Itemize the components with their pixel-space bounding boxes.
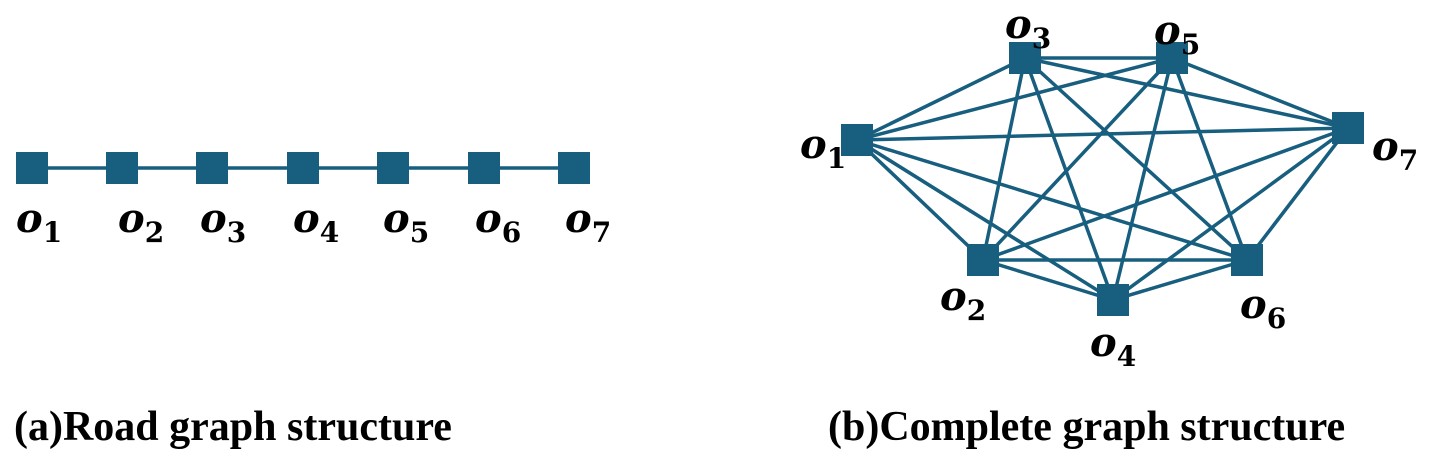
complete-graph-node-label-7: o7 [1372,123,1418,177]
complete-graph-node-3 [1009,42,1041,74]
road-graph-node-3 [196,152,228,184]
road-graph-nodes [16,152,590,184]
complete-graph-edge-6-7 [1245,126,1350,262]
road-graph-node-6 [468,152,500,184]
complete-graph-panel: o1 o2 o3 o4 o5 o6 o7 (b)Complete graph structu… [800,1,1418,450]
complete-graph-node-5 [1156,42,1188,74]
road-graph-node-7 [558,152,590,184]
road-graph-node-label-3: o3 [200,195,246,249]
complete-graph-node-label-4: o4 [1090,319,1136,373]
road-graph-node-label-5: o5 [383,195,429,249]
road-graph-node-2 [106,152,138,184]
complete-graph-edge-4-5 [1111,57,1174,301]
complete-graph-labels: o1 o2 o3 o4 o5 o6 o7 [800,1,1418,373]
complete-graph-node-2 [967,244,999,276]
road-graph-labels: o1 o2 o3 o4 o5 o6 o7 [16,195,611,249]
complete-graph-caption: (b)Complete graph structure [828,404,1345,450]
complete-graph-node-label-5: o5 [1154,7,1200,61]
complete-graph-node-7 [1332,112,1364,144]
road-graph-node-4 [287,152,319,184]
complete-graph-edge-5-7 [1171,56,1349,130]
road-graph-node-5 [377,152,409,184]
road-graph-node-label-2: o2 [118,195,164,249]
complete-graph-edge-1-4 [856,138,1114,302]
complete-graph-edge-1-6 [856,138,1248,262]
complete-graph-edges [855,56,1350,302]
complete-graph-node-6 [1231,244,1263,276]
complete-graph-edge-5-6 [1170,57,1249,261]
road-graph-node-label-7: o7 [565,195,611,249]
complete-graph-edge-3-4 [1023,57,1115,301]
road-graph-panel: o1 o2 o3 o4 o5 o6 o7 (a)Road graph structure [14,152,611,450]
complete-graph-node-label-1: o1 [800,121,846,175]
complete-graph-edge-3-6 [1023,56,1249,262]
road-graph-caption: (a)Road graph structure [14,404,452,450]
complete-graph-node-1 [841,124,873,156]
road-graph-node-1 [16,152,48,184]
complete-graph-node-label-3: o3 [1005,1,1051,55]
complete-graph-edge-1-5 [856,56,1173,142]
complete-graph-edge-2-3 [981,57,1027,261]
complete-graph-node-label-6: o6 [1240,281,1286,335]
road-graph-node-label-1: o1 [16,195,62,249]
complete-graph-node-4 [1097,284,1129,316]
complete-graph-nodes [841,42,1364,316]
complete-graph-edge-2-7 [982,126,1349,262]
complete-graph-edge-2-5 [981,56,1174,262]
road-graph-node-label-6: o6 [475,195,521,249]
road-graph-node-label-4: o4 [293,195,339,249]
complete-graph-edge-1-2 [855,138,985,262]
complete-graph-edge-2-4 [982,258,1114,302]
complete-graph-node-label-2: o2 [940,273,986,327]
complete-graph-edge-4-6 [1112,258,1248,302]
complete-graph-edge-1-3 [856,56,1026,142]
